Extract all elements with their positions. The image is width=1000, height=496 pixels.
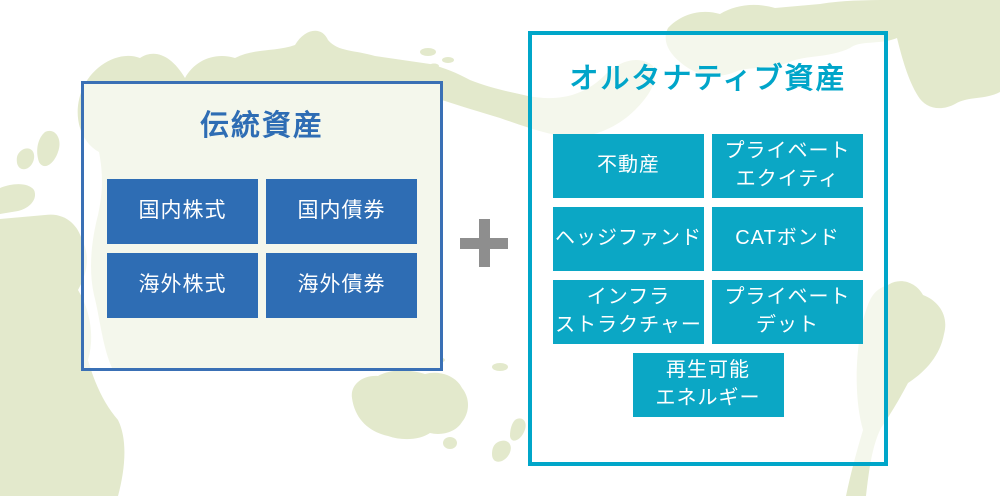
asset-box-cat-bond: CATボンド	[712, 206, 863, 271]
traditional-assets-grid: 国内株式 国内債券 海外株式 海外債券	[84, 178, 440, 318]
map-britain	[37, 130, 60, 167]
map-new-zealand-north	[510, 418, 526, 441]
alternative-assets-last-row: 再生可能 エネルギー	[553, 352, 863, 417]
map-arctic-island	[429, 63, 439, 69]
asset-box-domestic-bonds: 国内債券	[266, 178, 417, 244]
asset-box-domestic-stocks: 国内株式	[107, 178, 258, 244]
plus-sign	[460, 219, 508, 267]
map-north-america	[665, 0, 1000, 109]
map-arctic-island	[442, 57, 454, 63]
asset-box-real-estate: 不動産	[553, 133, 704, 198]
alternative-assets-grid: 不動産 プライベート エクイティ ヘッジファンド CATボンド インフラ ストラ…	[532, 133, 884, 417]
map-arctic-island	[420, 48, 436, 56]
map-iberia	[0, 184, 36, 214]
asset-box-private-equity: プライベート エクイティ	[712, 133, 863, 198]
map-new-zealand-south	[492, 440, 511, 462]
asset-box-renewable-energy: 再生可能 エネルギー	[632, 352, 784, 417]
map-australia	[351, 370, 468, 440]
map-new-guinea	[492, 363, 508, 371]
asset-box-private-debt: プライベート デット	[712, 279, 863, 344]
map-ireland	[16, 148, 35, 170]
asset-box-foreign-bonds: 海外債券	[266, 252, 417, 318]
asset-box-foreign-stocks: 海外株式	[107, 252, 258, 318]
asset-box-infrastructure: インフラ ストラクチャー	[553, 279, 704, 344]
traditional-assets-title: 伝統資産	[199, 110, 324, 142]
alternative-assets-panel: オルタナティブ資産 不動産 プライベート エクイティ ヘッジファンド CATボン…	[528, 31, 888, 466]
asset-box-hedge-fund: ヘッジファンド	[553, 206, 704, 271]
alternative-assets-title: オルタナティブ資産	[569, 63, 847, 95]
map-tasmania	[443, 437, 457, 449]
traditional-assets-panel: 伝統資産 国内株式 国内債券 海外株式 海外債券	[81, 81, 443, 371]
plus-icon	[460, 219, 508, 267]
map-africa	[0, 214, 125, 496]
